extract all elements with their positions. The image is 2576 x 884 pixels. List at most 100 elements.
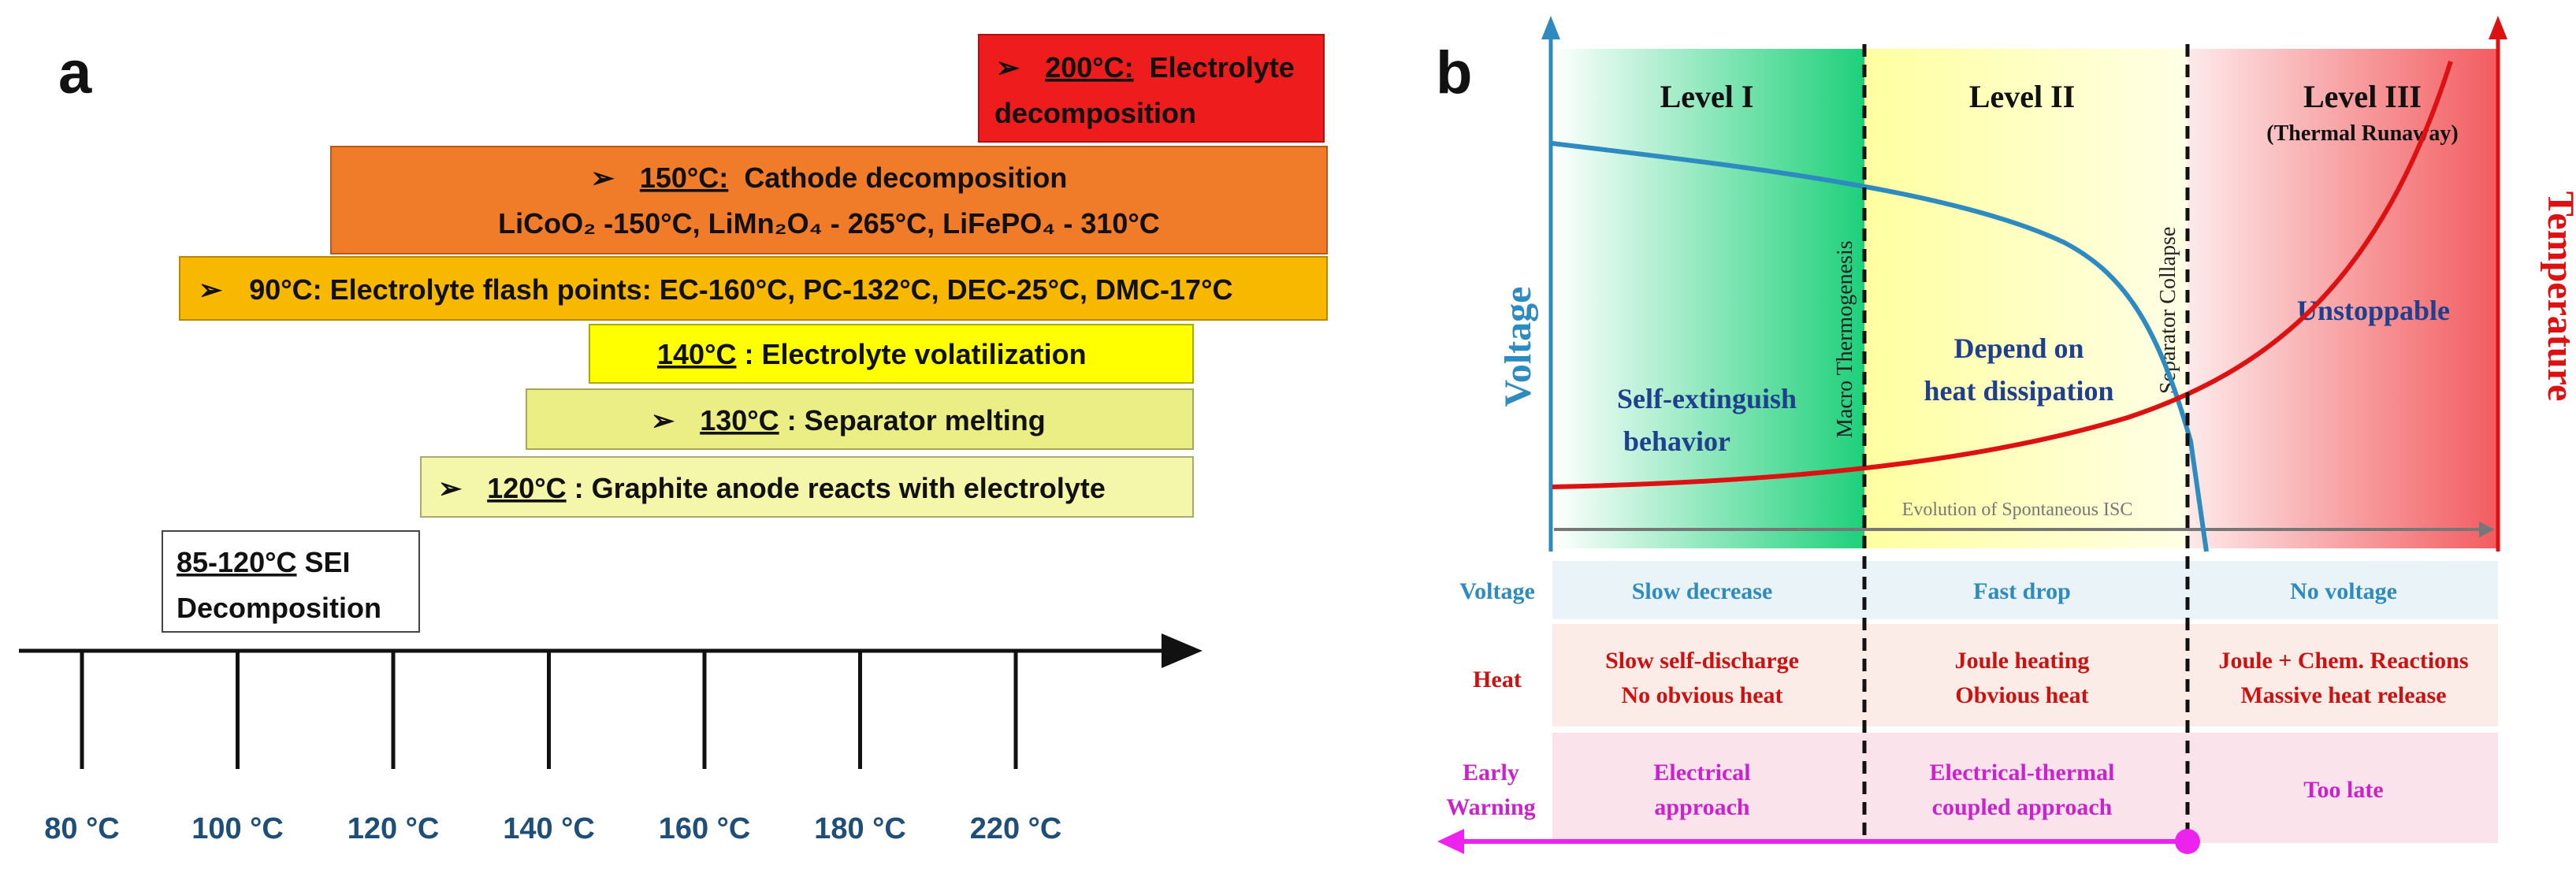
isc-label: Evolution of Spontaneous ISC (1902, 500, 2133, 520)
table-row-voltage-bg (1552, 561, 2498, 619)
event-box-200c-bg (978, 34, 1325, 143)
svg-text:➢ 130°C : Sepa: ➢ 130°C : Separator melting (651, 404, 1046, 436)
region-level-3 (2188, 49, 2498, 548)
svg-text:140°C : Electrolyte vo: 140°C : Electrolyte volatilization (657, 338, 1087, 370)
boundary-separator-collapse: Separator Collapse (2156, 227, 2180, 394)
level-2-title: Level II (1969, 79, 2075, 114)
temperature-axis: 80 °C 100 °C 120 °C 140 °C 160 °C 180 °C 220 °… (19, 633, 1203, 845)
cell-voltage-level3: No voltage (2290, 578, 2397, 604)
event-box-90c-bg (179, 256, 1328, 321)
row-label-voltage: Voltage (1459, 578, 1535, 604)
axis-tick-label-6: 220 °C (970, 812, 1062, 845)
event-box-120c-bg (420, 456, 1194, 518)
row-label-heat: Heat (1473, 667, 1522, 693)
axis-tick-label-5: 180 °C (814, 812, 906, 845)
event-150c-bullet: ➢ (591, 162, 615, 194)
sei-box: 85-120°C SEI Decomposition (162, 530, 420, 633)
voltage-axis-arrowhead (1541, 16, 1560, 39)
svg-text:➢ 200°C: Elect: ➢ 200°C: Electrolyte (996, 51, 1295, 84)
axis-tick-label-0: 80 °C (44, 812, 119, 845)
cell-voltage-level1: Slow decrease (1632, 578, 1773, 604)
event-90c-text: 90°C: Electrolyte flash points: EC-160°C… (249, 273, 1232, 306)
boundary-macro-thermogenesis: Macro Thermogenesis (1833, 240, 1857, 438)
region-1-text-line2: behavior (1623, 425, 1730, 457)
event-130c-rest: : Separator melting (787, 404, 1046, 436)
event-140c-head: 140°C (657, 338, 736, 370)
cell-warning-level2-line2: coupled approach (1932, 794, 2113, 820)
temperature-axis-arrowhead (2489, 16, 2507, 39)
svg-text:85-120°C SEI: 85-120°C SEI (177, 546, 351, 578)
svg-text:➢ 150°C: Catho: ➢ 150°C: Cathode decomposition (591, 162, 1068, 194)
region-2-text-line1: Depend on (1953, 332, 2083, 364)
event-120c-bullet: ➢ (438, 472, 463, 504)
event-120c-head: 120°C (487, 472, 566, 504)
y-right-label: Temperature (2540, 191, 2576, 402)
voltage-curve (1552, 141, 2209, 552)
region-2-text-line2: heat dissipation (1924, 375, 2113, 407)
sei-rest: SEI (305, 546, 351, 578)
event-200c-line2: decomposition (994, 97, 1196, 129)
event-140c-rest: : Electrolyte volatilization (744, 338, 1086, 370)
svg-text:➢ 120°C : Grap: ➢ 120°C : Graphite anode reacts with ele… (438, 472, 1106, 504)
cell-heat-level2-line2: Obvious heat (1955, 682, 2088, 708)
svg-text:➢ 90°C: Electrolyte fl: ➢ 90°C: Electrolyte flash points: EC-160… (199, 273, 1232, 306)
axis-ticks: 80 °C 100 °C 120 °C 140 °C 160 °C 180 °C 220 °… (44, 651, 1061, 845)
event-150c-rest: Cathode decomposition (744, 162, 1067, 194)
cell-heat-level3-line1: Joule + Chem. Reactions (2218, 648, 2468, 674)
panel-b: b Level I Level II Level III (Thermal Ru… (1436, 16, 2576, 854)
table-row-heat-bg (1552, 624, 2498, 726)
event-200c-rest: Electrolyte (1150, 51, 1295, 84)
axis-tick-label-1: 100 °C (191, 812, 284, 845)
row-label-warning: Warning (1446, 794, 1535, 820)
panel-b-label: b (1436, 39, 1472, 106)
region-level-1 (1552, 49, 1864, 548)
cell-heat-level1-line1: Slow self-discharge (1605, 648, 1799, 674)
y-left-label: Voltage (1497, 287, 1539, 407)
sei-box-bg (162, 530, 420, 633)
event-130c-head: 130°C (700, 404, 779, 436)
event-200c-head: 200°C: (1045, 51, 1133, 84)
cell-warning-level1-line2: approach (1654, 794, 1749, 820)
event-box-200c: ➢ 200°C: Electrolyte decomposition (978, 34, 1325, 143)
event-130c-bullet: ➢ (651, 404, 675, 436)
event-150c-line2: LiCoO₂ -150°C, LiMn₂O₄ - 265°C, LiFePO₄ … (498, 207, 1160, 240)
cell-voltage-level2: Fast drop (1973, 578, 2071, 604)
region-1-text-line1: Self-extinguish (1617, 383, 1797, 414)
level-1-title: Level I (1660, 79, 1754, 114)
level-3-title: Level III (2303, 79, 2422, 114)
cell-warning-level1-line1: Electrical (1653, 760, 1750, 786)
event-90c-bullet: ➢ (199, 273, 223, 306)
event-box-150c: ➢ 150°C: Cathode decomposition LiCoO₂ -1… (330, 146, 1328, 254)
axis-arrowhead (1162, 633, 1203, 668)
isc-arrowhead (2479, 522, 2495, 537)
panel-a-label: a (58, 39, 92, 106)
axis-tick-label-2: 120 °C (348, 812, 440, 845)
warning-arrow-dot (2175, 829, 2200, 854)
sei-head: 85-120°C (177, 546, 297, 578)
cell-heat-level1-line2: No obvious heat (1621, 682, 1782, 708)
event-box-140c: 140°C : Electrolyte volatilization (589, 324, 1194, 384)
event-box-90c: ➢ 90°C: Electrolyte flash points: EC-160… (179, 256, 1328, 321)
panel-a: a ➢ 200°C: Electrolyte decomposition ➢ 1… (19, 34, 1328, 845)
row-label-early: Early (1463, 760, 1519, 786)
cell-heat-level2-line1: Joule heating (1955, 648, 2090, 674)
axis-tick-label-4: 160 °C (659, 812, 751, 845)
cell-heat-level3-line2: Massive heat release (2240, 682, 2446, 708)
cell-warning-level3: Too late (2303, 777, 2383, 803)
sei-line2: Decomposition (177, 592, 381, 624)
event-box-150c-bg (330, 146, 1328, 254)
event-150c-head: 150°C: (640, 162, 728, 194)
event-200c-bullet: ➢ (996, 51, 1020, 84)
cell-warning-level2-line1: Electrical-thermal (1930, 760, 2115, 786)
event-box-120c: ➢ 120°C : Graphite anode reacts with ele… (420, 456, 1194, 518)
warning-arrowhead (1437, 829, 1464, 854)
temperature-curve (1552, 61, 2453, 489)
table-row-warning-bg (1552, 733, 2498, 843)
axis-tick-label-3: 140 °C (503, 812, 595, 845)
event-box-130c-bg (526, 388, 1194, 450)
event-box-140c-bg (589, 324, 1194, 384)
event-120c-rest: : Graphite anode reacts with electrolyte (574, 472, 1106, 504)
region-level-2 (1864, 49, 2188, 548)
event-box-130c: ➢ 130°C : Separator melting (526, 388, 1194, 450)
